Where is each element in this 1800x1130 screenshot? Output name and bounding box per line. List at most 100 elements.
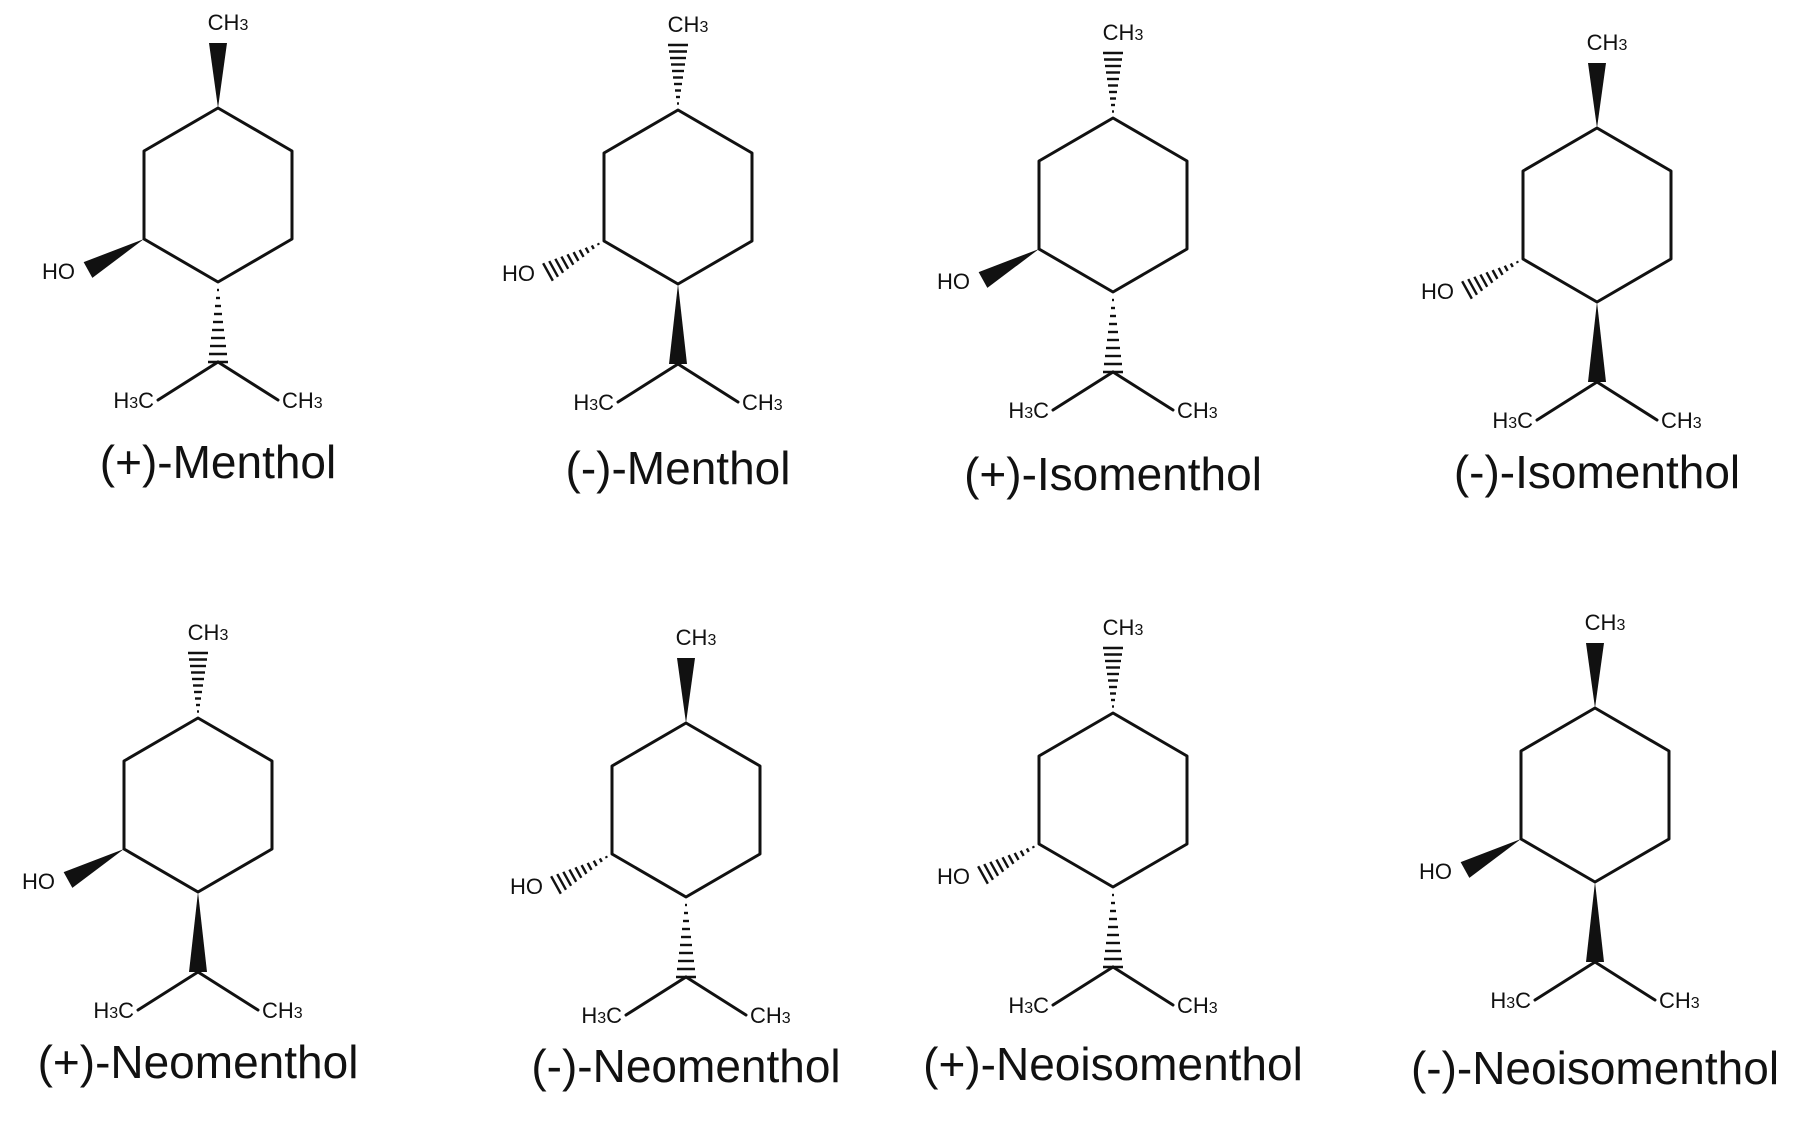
hash-line: [554, 258, 565, 274]
molecule-name: (+)-Menthol: [100, 436, 336, 488]
isopropyl-methyl-right-label: CH3: [282, 388, 323, 413]
hash-line: [1007, 854, 1015, 865]
hash-line: [1019, 850, 1025, 857]
methyl-label: CH3: [668, 12, 709, 37]
isopropyl-methyl-right-label: CH3: [1661, 408, 1702, 433]
wedge-bond: [83, 239, 144, 278]
hydroxyl-label: HO: [22, 869, 55, 894]
hash-line: [1515, 260, 1519, 264]
hash-line: [568, 868, 578, 883]
isopropyl-bond-right: [1111, 370, 1175, 412]
hash-line: [548, 260, 560, 278]
hash-line: [989, 861, 1000, 877]
isopropyl-methyl-left-label: H3C: [113, 388, 154, 413]
hydroxyl-label: HO: [42, 259, 75, 284]
hash-line: [1031, 845, 1035, 849]
molecule-name: (+)-Neoisomenthol: [923, 1038, 1303, 1090]
methyl-label: CH3: [208, 10, 249, 35]
isopropyl-methyl-right-label: CH3: [262, 998, 303, 1023]
molecule-name: (+)-Isomenthol: [964, 448, 1262, 500]
hash-line: [598, 857, 603, 863]
methyl-label: CH3: [1587, 30, 1628, 55]
wedge-bond: [1460, 839, 1521, 878]
hash-line: [584, 247, 590, 254]
hash-line: [977, 865, 989, 885]
hashed-bond: [977, 845, 1035, 885]
wedge-bond: [209, 43, 227, 108]
cyclohexane-ring: [1037, 116, 1189, 294]
cyclohexane-ring: [602, 108, 754, 286]
hash-line: [1491, 269, 1499, 280]
hash-line: [1001, 856, 1010, 869]
isopropyl-methyl-right-label: CH3: [1177, 993, 1218, 1018]
isopropyl-methyl-left-label: H3C: [93, 998, 134, 1023]
hash-line: [560, 255, 570, 270]
isopropyl-bond-left: [136, 970, 200, 1012]
isopropyl-methyl-left-label: H3C: [581, 1003, 622, 1028]
hash-line: [1509, 262, 1514, 268]
wedge-bond: [669, 284, 687, 364]
isopropyl-methyl-left-label: H3C: [1492, 408, 1533, 433]
isopropyl-bond-left: [624, 975, 688, 1017]
isopropyl-methyl-right-label: CH3: [1659, 988, 1700, 1013]
cyclohexane-ring: [122, 716, 274, 894]
isopropyl-bond-right: [216, 360, 280, 402]
wedge-bond: [189, 892, 207, 972]
wedge-bond: [1586, 882, 1604, 962]
hash-line: [1025, 847, 1030, 853]
hydroxyl-label: HO: [502, 261, 535, 286]
wedge-bond: [677, 658, 695, 723]
cyclohexane-ring: [610, 721, 762, 899]
hash-line: [1497, 267, 1504, 276]
hashed-bond: [542, 242, 600, 282]
isopropyl-bond-right: [196, 970, 260, 1012]
isopropyl-methyl-left-label: H3C: [1008, 993, 1049, 1018]
hashed-bond: [1461, 260, 1519, 300]
methyl-label: CH3: [676, 625, 717, 650]
hash-line: [983, 863, 995, 881]
hash-line: [1013, 852, 1020, 861]
hydroxyl-label: HO: [937, 864, 970, 889]
hash-line: [578, 249, 585, 258]
wedge-bond: [63, 849, 124, 888]
hydroxyl-label: HO: [510, 874, 543, 899]
hash-line: [562, 871, 573, 887]
hash-line: [604, 855, 608, 859]
hash-line: [1473, 276, 1484, 292]
hash-line: [1467, 278, 1479, 296]
methyl-label: CH3: [188, 620, 229, 645]
hash-line: [995, 858, 1005, 873]
hashed-bond: [1103, 893, 1123, 969]
hash-line: [580, 864, 588, 875]
hash-line: [572, 251, 580, 262]
isopropyl-methyl-right-label: CH3: [1177, 398, 1218, 423]
hydroxyl-label: HO: [1421, 279, 1454, 304]
hashed-bond: [1103, 298, 1123, 374]
hash-line: [1503, 265, 1509, 272]
wedge-bond: [978, 249, 1039, 288]
methyl-label: CH3: [1103, 615, 1144, 640]
hashed-bond: [1103, 646, 1123, 708]
hash-line: [556, 873, 568, 891]
hash-line: [566, 253, 575, 266]
hash-line: [542, 262, 554, 282]
molecule-name: (-)-Neomenthol: [531, 1040, 840, 1092]
isopropyl-bond-left: [156, 360, 220, 402]
hash-line: [574, 866, 583, 879]
molecule-name: (+)-Neomenthol: [38, 1036, 359, 1088]
isopropyl-bond-right: [1595, 380, 1659, 422]
hash-line: [590, 244, 595, 250]
hashed-bond: [550, 855, 608, 895]
hydroxyl-label: HO: [1419, 859, 1452, 884]
cyclohexane-ring: [1037, 711, 1189, 889]
methyl-label: CH3: [1103, 20, 1144, 45]
hash-line: [596, 242, 600, 246]
hashed-bond: [188, 651, 208, 713]
